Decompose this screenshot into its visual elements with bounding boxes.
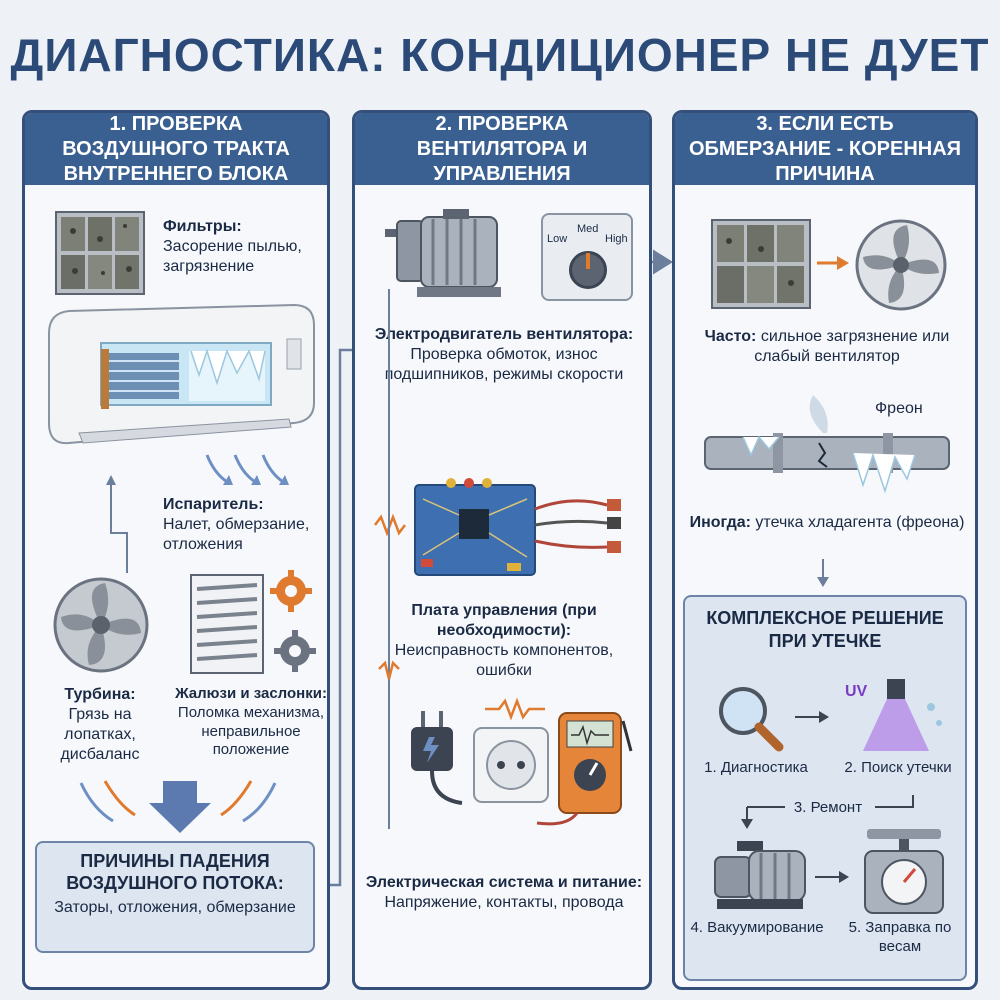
often-text: сильное загрязнение или слабый вентилято…: [754, 328, 950, 365]
magnifier-icon: [715, 683, 785, 758]
sometimes-title: Иногда:: [689, 514, 751, 531]
down-arrow-icon: [817, 559, 829, 587]
fan-motor-text: Проверка обмоток, износ подшипников, реж…: [384, 346, 624, 383]
fan-motor-label: Электродвигатель вентилятора: Проверка о…: [365, 325, 643, 385]
leak-solution-title: КОМПЛЕКСНОЕ РЕШЕНИЕ ПРИ УТЕЧКЕ: [706, 608, 944, 651]
airflow-summary-box: ПРИЧИНЫ ПАДЕНИЯ ВОЗДУШНОГО ПОТОКА: Затор…: [35, 841, 315, 953]
turbine-fan-icon: [51, 575, 151, 680]
filter-icon: [55, 211, 145, 300]
control-board-title: Плата управления (при необходимости):: [411, 602, 597, 639]
fan-motor-title: Электродвигатель вентилятора:: [374, 326, 634, 343]
page-title: ДИАГНОСТИКА: КОНДИЦИОНЕР НЕ ДУЕТ: [10, 29, 990, 81]
turbine-text: Грязь на лопатках, дисбаланс: [60, 706, 140, 763]
turbine-title: Турбина:: [64, 686, 136, 703]
panel-fan-header: 2. Проверка вентилятора и управления: [355, 113, 649, 185]
louvers-icon: [189, 573, 327, 683]
panel-fan-control: 2. Проверка вентилятора и управления Low…: [352, 110, 652, 990]
gear-orange-icon: [269, 569, 313, 618]
step4-arrow-icon: [815, 871, 849, 883]
speed-high-label: High: [605, 233, 628, 245]
leak-solution-box: КОМПЛЕКСНОЕ РЕШЕНИЕ ПРИ УТЕЧКЕ UV 1. Диа…: [683, 595, 967, 981]
evaporator-title: Испаритель:: [163, 496, 264, 513]
airflow-arrows-icon: [205, 453, 295, 498]
control-board-label: Плата управления (при необходимости): Не…: [365, 601, 643, 681]
step2-label: 2. Поиск утечки: [844, 759, 952, 776]
indoor-unit-icon: [39, 303, 319, 468]
airflow-summary-title: ПРИЧИНЫ ПАДЕНИЯ ВОЗДУШНОГО ПОТОКА:: [66, 851, 284, 893]
panel-airflow-check: 1. Проверка воздушного тракта внутреннег…: [22, 110, 330, 990]
sometimes-label: Иногда: утечка хладагента (фреона): [685, 513, 969, 533]
gear-gray-icon: [273, 629, 317, 678]
panel-root-cause: 3. Если есть обмерзание - коренная причи…: [672, 110, 978, 990]
weak-fan-icon: [851, 217, 951, 318]
panel-airflow-header: 1. Проверка воздушного тракта внутреннег…: [25, 113, 327, 185]
scale-icon: [861, 827, 947, 922]
often-label: Часто: сильное загрязнение или слабый ве…: [685, 327, 969, 367]
power-plug-icon: [407, 709, 467, 814]
power-zigzag-icon: [485, 697, 545, 721]
control-board-text: Неисправность компонентов, ошибки: [394, 642, 614, 679]
power-system-text: Напряжение, контакты, провода: [384, 894, 624, 911]
louvers-label: Жалюзи и заслонки: Поломка механизма, не…: [171, 685, 327, 760]
dirty-filter-icon: [711, 219, 811, 314]
filters-title: Фильтры:: [163, 218, 242, 235]
louvers-title: Жалюзи и заслонки:: [175, 685, 327, 702]
step4-label: 4. Вакуумирование: [690, 919, 824, 936]
uv-label: UV: [845, 683, 868, 700]
multimeter-icon: [536, 711, 637, 836]
speed-med-label: Med: [577, 223, 599, 235]
often-title: Часто:: [704, 328, 757, 345]
step1-arrow-icon: [795, 711, 829, 723]
convergence-arrows-icon: [75, 775, 285, 842]
step5-label: 5. Заправка по весам: [848, 919, 952, 955]
power-system-label: Электрическая система и питание: Напряже…: [365, 873, 643, 913]
filters-text: Засорение пылью, загрязнение: [163, 238, 302, 275]
vacuum-pump-icon: [711, 837, 811, 922]
step1-label: 1. Диагностика: [704, 759, 808, 776]
power-outlet-icon: [473, 727, 549, 808]
leaking-pipe-icon: [703, 393, 953, 508]
evaporator-label: Испаритель: Налет, обмерзание, отложения: [163, 495, 327, 555]
speed-low-label: Low: [547, 233, 568, 245]
panel-root-cause-header: 3. Если есть обмерзание - коренная причи…: [675, 113, 975, 185]
step3-label: 3. Ремонт: [793, 799, 863, 816]
filters-label: Фильтры: Засорение пылью, загрязнение: [163, 217, 323, 277]
repair-arrows-icon: [741, 795, 914, 829]
louvers-text: Поломка механизма, неправильное положени…: [177, 703, 325, 759]
turbine-label: Турбина: Грязь на лопатках, дисбаланс: [35, 685, 165, 765]
airflow-summary-text: Заторы, отложения, обмерзание: [54, 899, 296, 917]
control-board-icon: [411, 465, 631, 590]
fan-motor-icon: [377, 209, 517, 314]
speed-knob-pointer: [586, 253, 590, 269]
often-arrow-icon: [817, 256, 849, 270]
speed-switch-icon: Low Med High: [541, 213, 633, 301]
sometimes-text: утечка хладагента (фреона): [755, 514, 965, 531]
turbine-connector: [106, 475, 128, 573]
evaporator-text: Налет, обмерзание, отложения: [163, 516, 310, 553]
power-system-title: Электрическая система и питание:: [365, 874, 643, 891]
freon-label: Фреон: [875, 400, 923, 417]
panel2-connector: [378, 289, 400, 829]
